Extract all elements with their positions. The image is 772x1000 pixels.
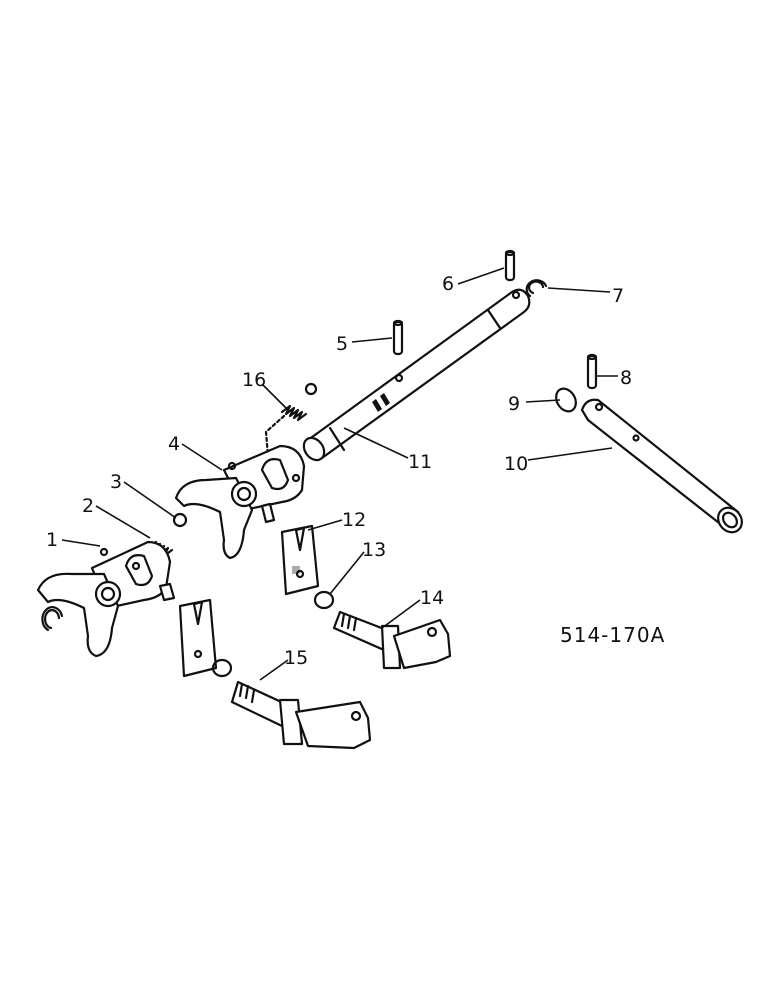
callout-7: 7	[612, 285, 624, 307]
drawing-reference-number: 514-170A	[560, 623, 665, 647]
o-ring-15	[211, 658, 233, 678]
roll-pin-8	[586, 353, 598, 390]
spring-16	[264, 382, 318, 458]
shift-rail-10	[580, 398, 743, 534]
lock-plate-12	[280, 524, 320, 596]
callout-5: 5	[336, 333, 348, 355]
callout-8: 8	[620, 367, 632, 389]
snap-ring-7	[525, 279, 548, 298]
callout-10: 10	[504, 453, 528, 475]
callout-4: 4	[168, 433, 180, 455]
callout-2: 2	[82, 495, 94, 517]
callout-labels: 1 2 3 4 5 6 7 8 9 10 11 12 13 14 15 16	[46, 273, 632, 669]
callout-16: 16	[242, 369, 266, 391]
shift-lever-14	[332, 610, 452, 670]
roll-pin-5	[392, 319, 404, 356]
callout-15: 15	[284, 647, 308, 669]
callout-11: 11	[408, 451, 432, 473]
shift-fork-1	[36, 540, 176, 658]
o-ring-13	[313, 590, 335, 610]
shift-rail-11	[302, 288, 531, 462]
o-ring-9	[555, 387, 577, 413]
callout-6: 6	[442, 273, 454, 295]
callout-9: 9	[508, 393, 520, 415]
roll-pin-6	[504, 249, 516, 282]
callout-12: 12	[342, 509, 366, 531]
callout-14: 14	[420, 587, 444, 609]
shift-fork-4	[174, 444, 306, 560]
lock-plate	[178, 598, 218, 678]
detent-ball-3	[172, 512, 188, 528]
shift-lever-15	[230, 680, 372, 750]
callout-3: 3	[110, 471, 122, 493]
callout-1: 1	[46, 529, 58, 551]
callout-13: 13	[362, 539, 386, 561]
leader-lines	[61, 267, 618, 681]
